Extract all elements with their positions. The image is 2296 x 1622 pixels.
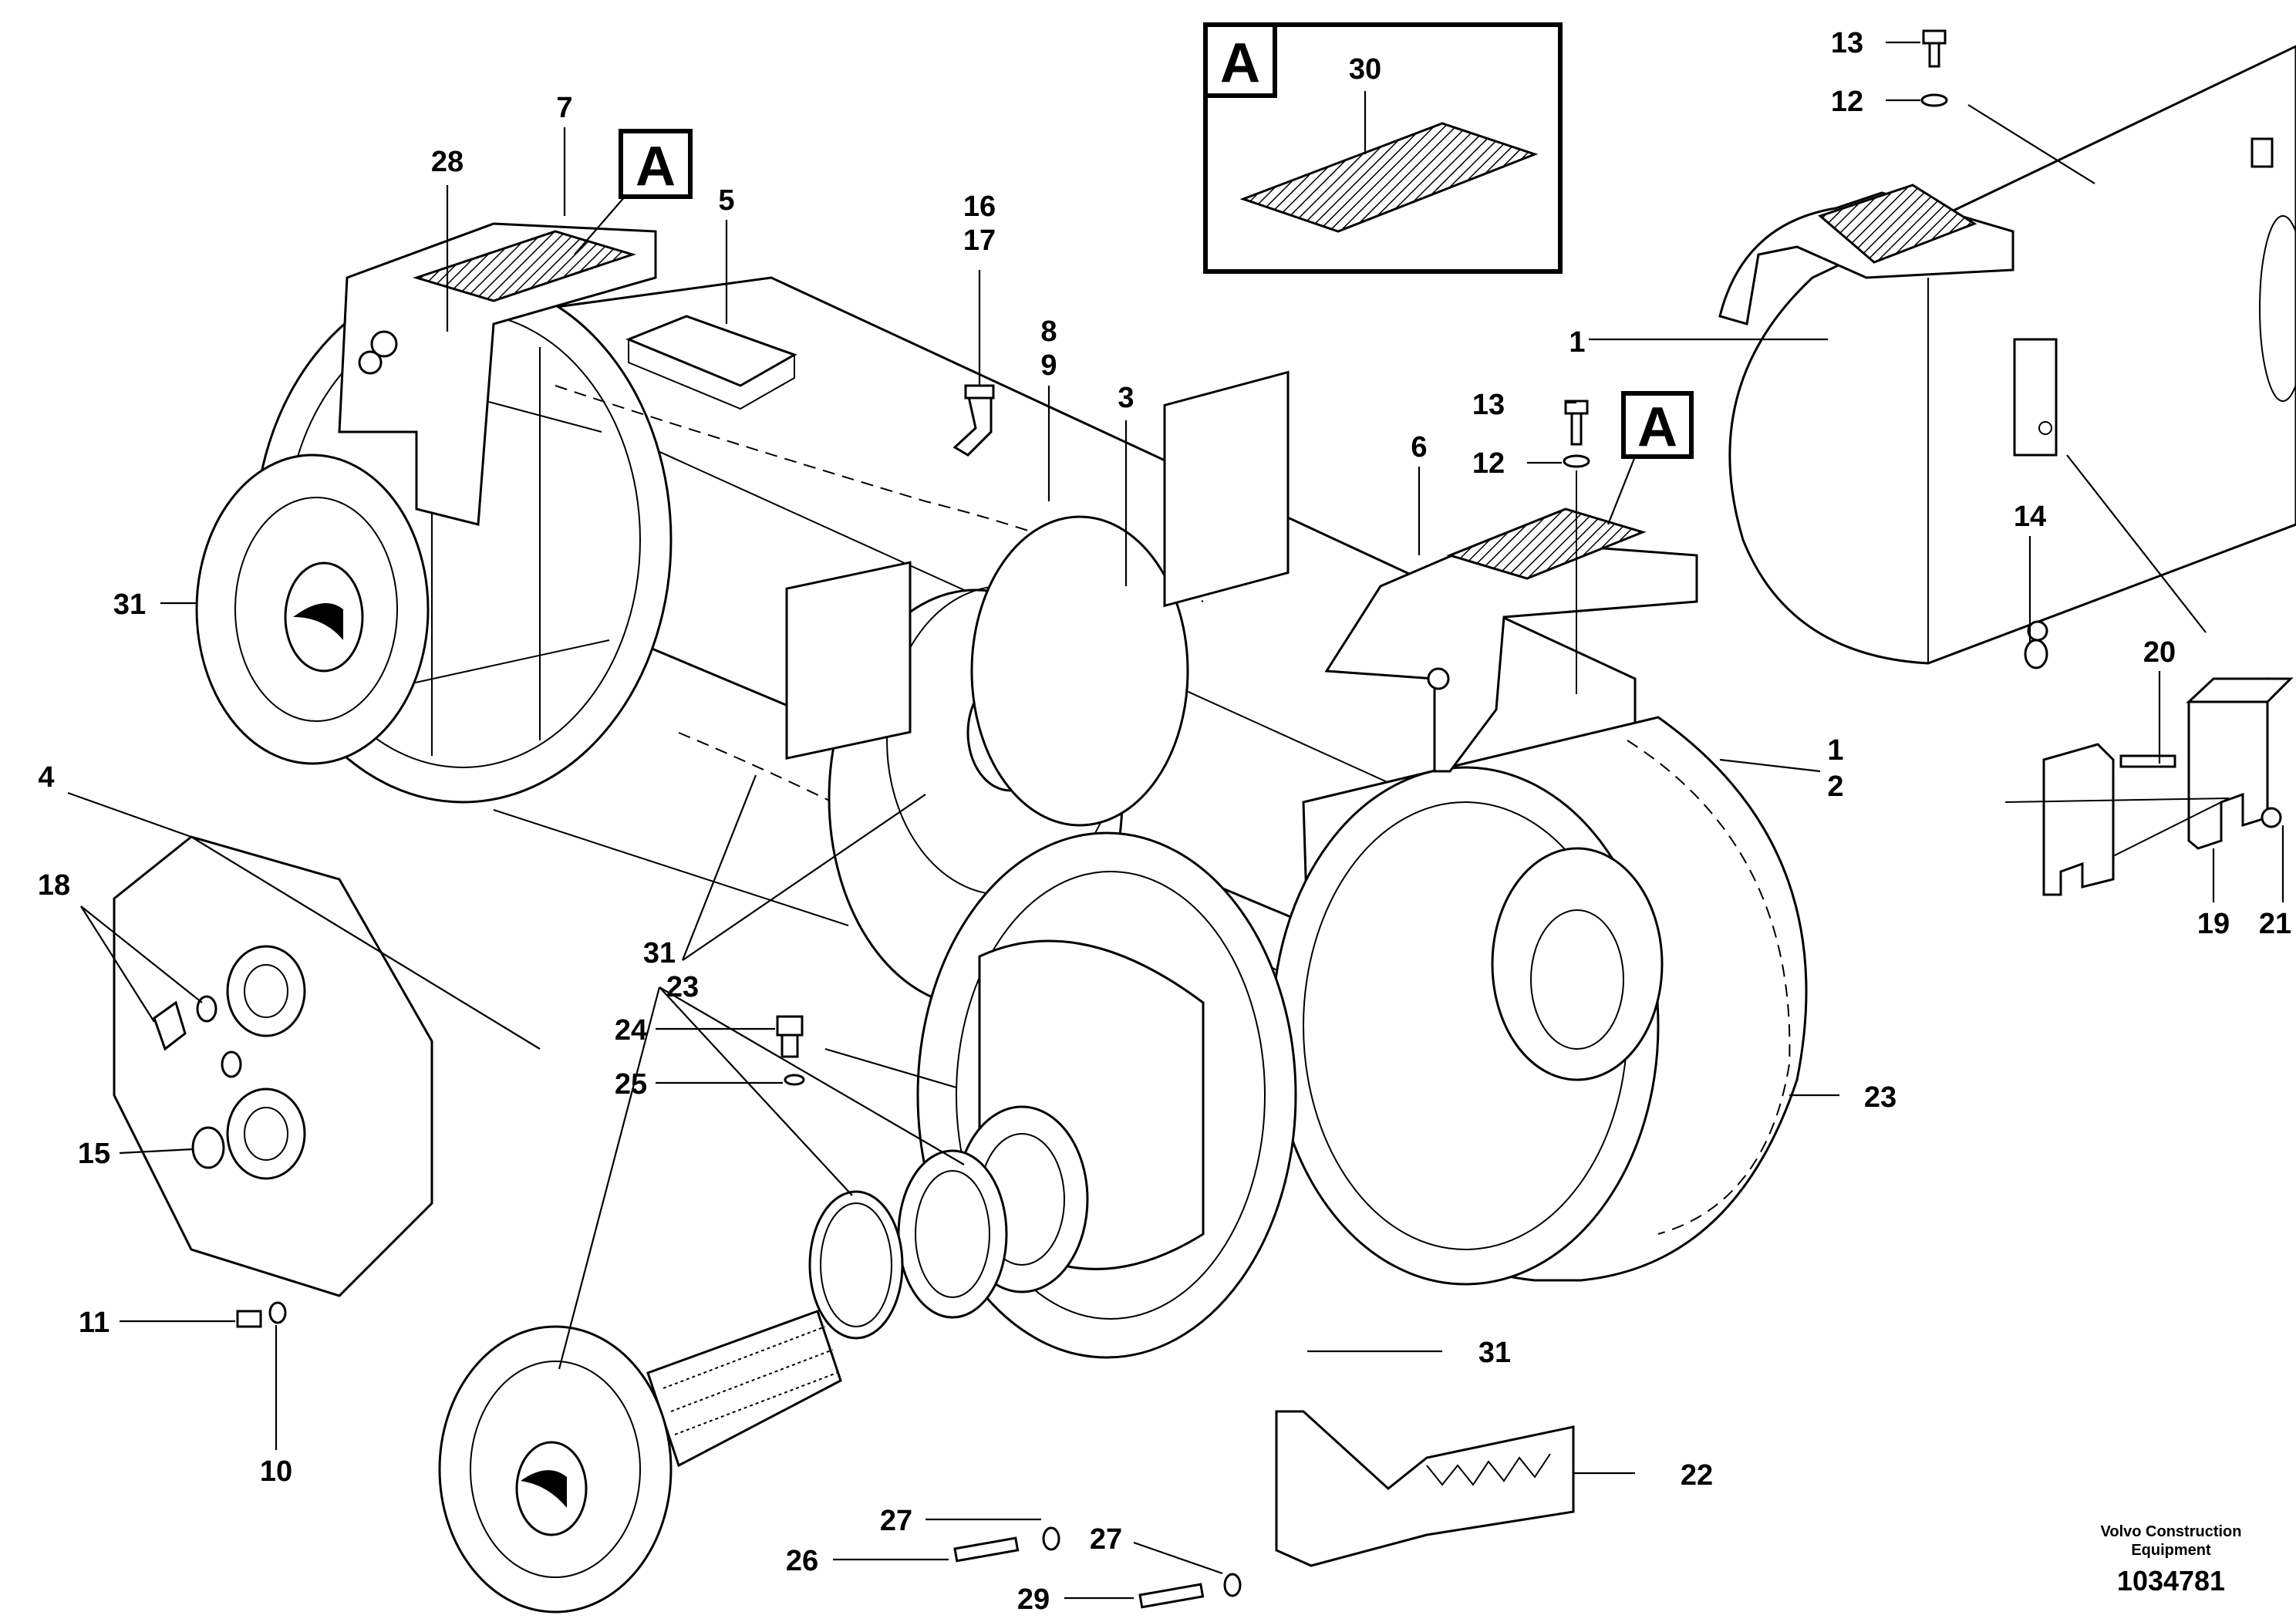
callout-22: 22 <box>1681 1459 1713 1492</box>
callout-13: 13 <box>1831 27 1863 59</box>
wear-plate <box>1239 122 1539 233</box>
callout-28: 28 <box>431 146 464 178</box>
guide-block <box>2013 338 2058 457</box>
plug <box>370 330 398 358</box>
washer <box>1223 1573 1242 1597</box>
washer <box>268 1301 287 1324</box>
washer <box>1042 1526 1060 1551</box>
callout-4: 4 <box>38 761 54 794</box>
callout-15: 15 <box>78 1138 110 1170</box>
callout-numbers: 1 1 2 3 4 5 6 7 8 9 10 11 12 12 13 13 14… <box>38 27 2291 1616</box>
wear-plate <box>413 230 636 302</box>
callout-17: 17 <box>963 224 996 257</box>
lower-hub-assembly <box>438 831 1575 1614</box>
bolt <box>1138 1583 1205 1609</box>
callout-19: 19 <box>2197 908 2230 940</box>
slide-guide-assembly <box>2004 454 2294 896</box>
callout-7: 7 <box>556 92 572 124</box>
callout-8: 8 <box>1040 315 1057 348</box>
callout-18: 18 <box>38 869 70 902</box>
callout-23: 23 <box>1864 1081 1896 1114</box>
callout-12: 12 <box>1831 86 1863 118</box>
callout-27: 27 <box>880 1505 912 1537</box>
wear-plate <box>1446 508 1647 580</box>
callout-30: 30 <box>1349 53 1381 86</box>
callout-9: 9 <box>1040 349 1057 382</box>
section-label: A <box>1637 396 1677 458</box>
plug <box>2024 639 2048 669</box>
callout-10: 10 <box>260 1455 292 1488</box>
credit-line: Volvo Construction <box>2101 1523 2242 1540</box>
callout-25: 25 <box>615 1068 647 1101</box>
detail-box-label: A <box>1220 32 1260 94</box>
callout-5: 5 <box>718 184 734 217</box>
plug <box>776 1015 804 1037</box>
washer <box>1920 93 1948 107</box>
step-bracket <box>1275 1410 1575 1567</box>
callout-24: 24 <box>615 1014 647 1047</box>
callout-31: 31 <box>643 937 676 969</box>
callout-6: 6 <box>1411 431 1427 464</box>
detail-box-a: A <box>1203 22 1563 274</box>
section-label: A <box>636 136 676 197</box>
seal-ring <box>808 1190 904 1340</box>
callout-2: 2 <box>1827 771 1843 803</box>
callout-3: 3 <box>1118 382 1134 414</box>
bolt <box>236 1310 262 1328</box>
callout-1: 1 <box>1569 326 1585 359</box>
plug <box>191 1126 225 1169</box>
callout-23: 23 <box>666 971 699 1003</box>
callout-27: 27 <box>1090 1523 1122 1556</box>
callout-14: 14 <box>2014 501 2046 533</box>
section-marker-a-left: A <box>574 129 693 255</box>
screw <box>2119 754 2176 768</box>
callout-20: 20 <box>2143 636 2176 669</box>
cover-plate-assembly <box>113 835 433 1328</box>
callout-21: 21 <box>2259 908 2291 940</box>
document-number: 1034781 <box>2117 1565 2225 1597</box>
washer <box>1563 454 1590 468</box>
plug <box>153 1000 187 1051</box>
callout-12: 12 <box>1472 447 1505 480</box>
callout-16: 16 <box>963 191 996 223</box>
callout-13: 13 <box>1472 389 1505 421</box>
callout-31: 31 <box>113 588 146 621</box>
upper-right-housing <box>1718 29 2296 669</box>
o-ring <box>784 1074 805 1086</box>
leader-lines <box>67 41 2284 1600</box>
nut <box>2261 807 2282 828</box>
callout-29: 29 <box>1017 1583 1050 1616</box>
footer: Volvo Construction Equipment 1034781 <box>2101 1523 2242 1597</box>
callout-26: 26 <box>786 1545 818 1577</box>
credit-line: Equipment <box>2131 1542 2211 1559</box>
wear-plate <box>1818 184 1977 264</box>
callout-1: 1 <box>1827 734 1843 767</box>
bolt <box>1922 29 1947 45</box>
section-marker-a-right: A <box>1607 391 1694 525</box>
callout-11: 11 <box>79 1307 110 1339</box>
callout-31: 31 <box>1478 1337 1511 1369</box>
right-housing-ring <box>1271 400 1808 1286</box>
cover-plate <box>113 835 433 1297</box>
bolt <box>953 1536 1020 1563</box>
